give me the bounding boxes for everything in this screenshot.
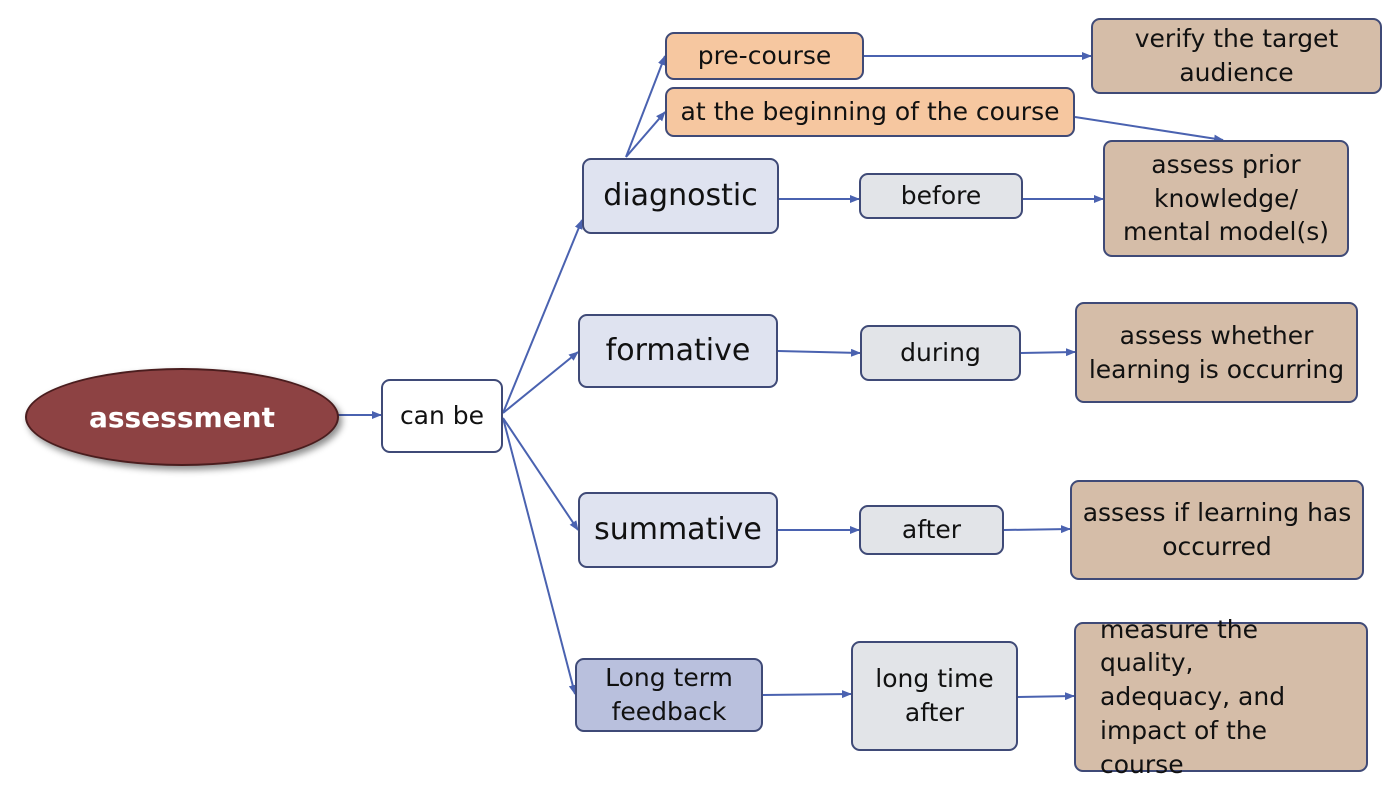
node-long-time-after-label: long time after xyxy=(875,664,994,727)
node-verify-target-audience-label: verify the target audience xyxy=(1134,24,1339,87)
edge-beginning-prior-knowledge xyxy=(1074,116,1224,143)
edge-long-time-after-measure-quality xyxy=(1017,692,1075,701)
edge-formative-during xyxy=(777,348,861,357)
edge-can-be-long-term-feedback xyxy=(502,417,577,695)
node-during-label: during xyxy=(900,338,981,368)
node-formative-label: formative xyxy=(605,332,751,368)
node-formative: formative xyxy=(578,314,778,388)
node-pre-course-label: pre-course xyxy=(697,41,832,71)
node-diagnostic-label: diagnostic xyxy=(603,177,758,213)
edge-long-term-feedback-long-time-after xyxy=(762,690,852,699)
node-diagnostic: diagnostic xyxy=(582,158,779,234)
node-can-be: can be xyxy=(381,379,503,453)
edge-during-learning-occurring xyxy=(1020,348,1076,357)
node-long-term-feedback: Long term feedback xyxy=(575,658,763,732)
node-before: before xyxy=(859,173,1023,219)
node-after: after xyxy=(859,505,1004,555)
edge-can-be-diagnostic xyxy=(502,219,583,414)
node-beginning-of-course: at the beginning of the course xyxy=(665,87,1075,137)
node-assessment: assessment xyxy=(25,368,339,466)
node-can-be-label: can be xyxy=(399,401,485,431)
node-summative: summative xyxy=(578,492,778,568)
node-verify-target-audience: verify the target audience xyxy=(1091,18,1382,94)
node-pre-course: pre-course xyxy=(665,32,864,80)
node-measure-quality: measure the quality, adequacy, and impac… xyxy=(1074,615,1368,779)
node-measure-quality-label: measure the quality, adequacy, and impac… xyxy=(1100,614,1286,779)
node-assess-learning-occurred: assess if learning has occurred xyxy=(1070,480,1364,580)
edge-after-learning-occurred xyxy=(1003,525,1071,534)
node-assess-learning-occurred-label: assess if learning has occurred xyxy=(1082,498,1352,561)
node-after-label: after xyxy=(901,515,962,545)
node-beginning-of-course-label: at the beginning of the course xyxy=(680,97,1060,127)
node-assess-prior-knowledge: assess prior knowledge/ mental model(s) xyxy=(1103,140,1349,257)
edge-diagnostic-pre-course xyxy=(625,55,666,158)
node-long-term-feedback-label: Long term feedback xyxy=(605,663,733,726)
node-before-label: before xyxy=(900,181,982,211)
node-assess-prior-knowledge-label: assess prior knowledge/ mental model(s) xyxy=(1123,149,1329,247)
node-assess-learning-occurring-label: assess whether learning is occurring xyxy=(1088,320,1345,384)
edge-diagnostic-beginning-of-course xyxy=(625,111,666,158)
node-summative-label: summative xyxy=(594,511,762,547)
edge-can-be-formative xyxy=(502,351,579,414)
edge-can-be-summative xyxy=(502,417,579,531)
node-long-time-after: long time after xyxy=(851,641,1018,751)
node-assess-learning-occurring: assess whether learning is occurring xyxy=(1075,302,1358,403)
node-during: during xyxy=(860,325,1021,381)
